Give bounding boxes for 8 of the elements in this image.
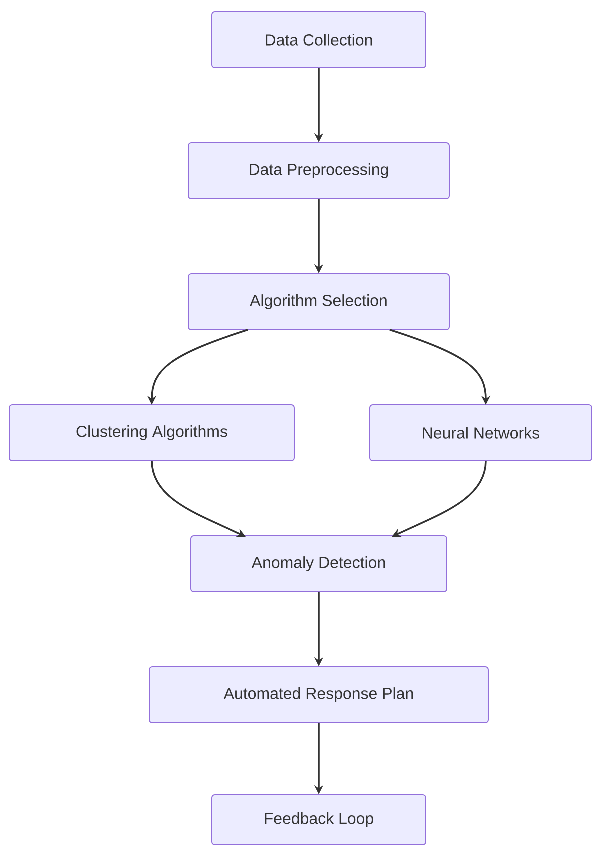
process-box: Automated Response Plan bbox=[149, 666, 489, 724]
process-box: Feedback Loop bbox=[212, 794, 426, 846]
process-box: Data Preprocessing bbox=[188, 142, 450, 200]
process-box: Clustering Algorithms bbox=[9, 404, 295, 462]
process-box: Neural Networks bbox=[370, 404, 592, 462]
process-box: Anomaly Detection bbox=[190, 536, 448, 592]
process-box: Algorithm Selection bbox=[188, 274, 450, 330]
process-box: Data Collection bbox=[212, 12, 426, 68]
